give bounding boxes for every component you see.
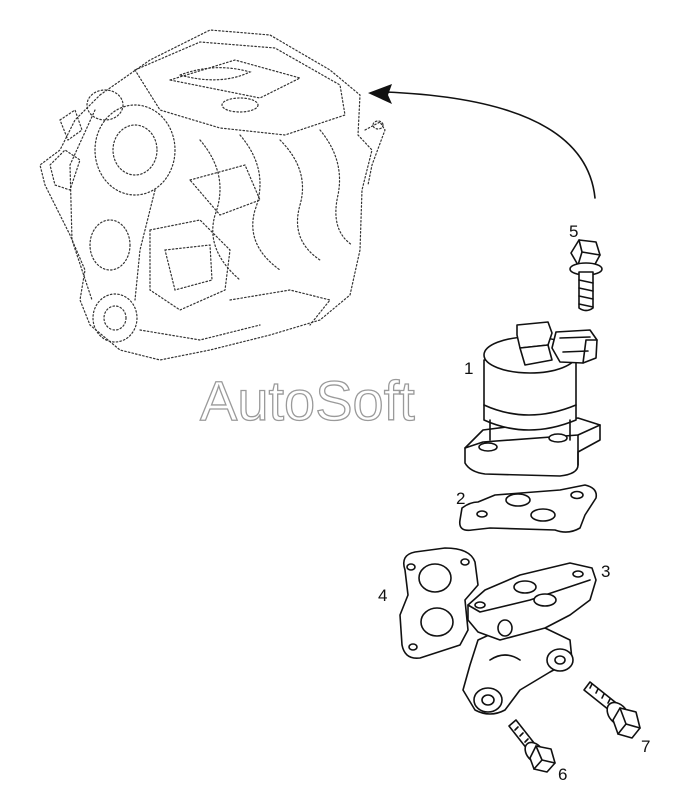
part-2-gasket	[458, 484, 598, 533]
callout-7: 7	[641, 737, 650, 756]
part-5-bolt	[569, 239, 603, 312]
callout-2: 2	[456, 489, 465, 508]
part-6-bolt	[508, 719, 556, 773]
callout-4: 4	[378, 586, 387, 605]
part-7-bolt	[583, 681, 641, 739]
callout-5: 5	[569, 222, 578, 241]
callout-1: 1	[464, 359, 473, 378]
part-4-gasket	[399, 547, 479, 660]
part-3-adapter	[462, 562, 597, 715]
callout-6: 6	[558, 765, 567, 784]
callout-3: 3	[601, 562, 610, 581]
mounting-arrow	[368, 84, 596, 199]
part-1-egr-valve	[464, 321, 601, 477]
watermark-text: AutoSoft	[200, 369, 415, 432]
engine-assembly-drawing	[39, 29, 386, 361]
